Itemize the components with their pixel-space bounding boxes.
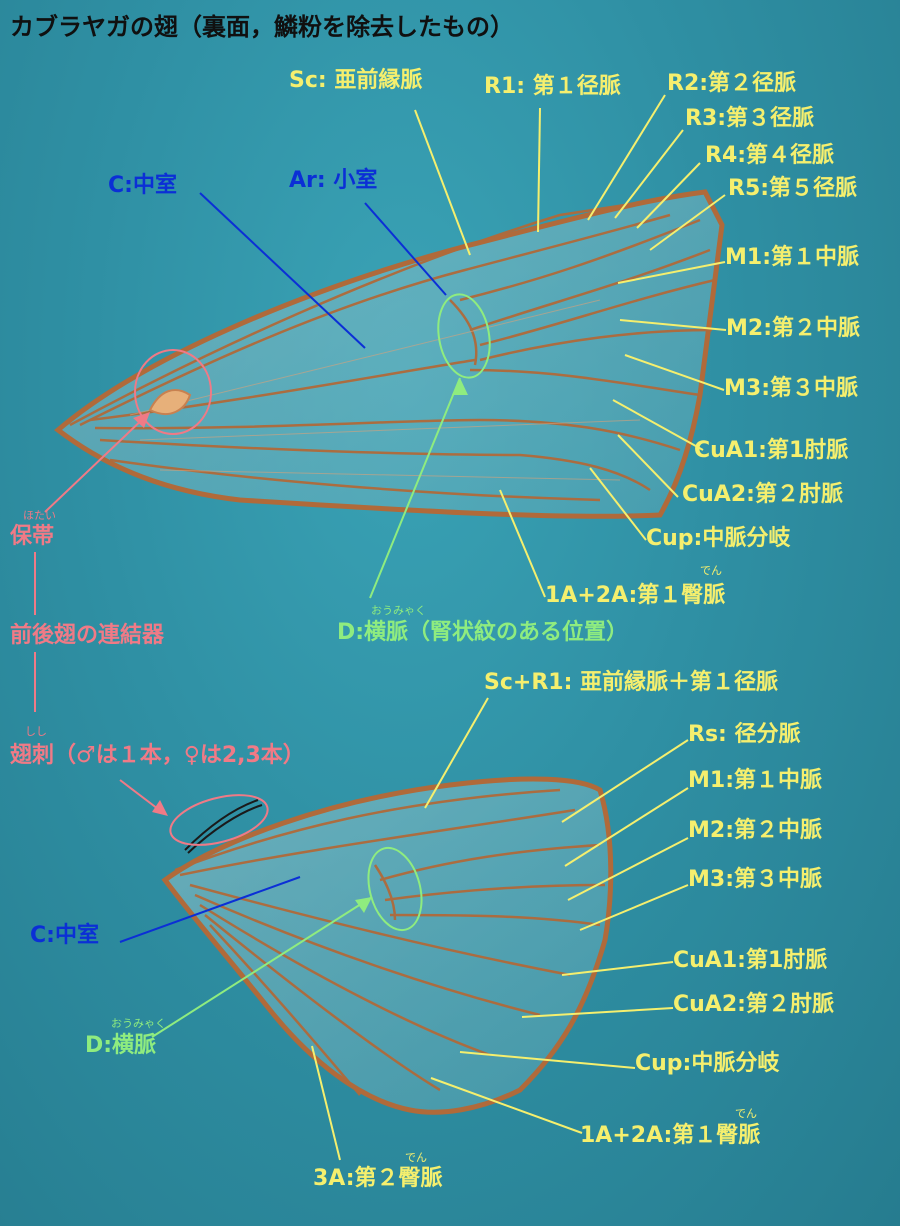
forewing-label-m3: M3:第３中脈 bbox=[724, 376, 858, 401]
retinaculum-ruby: ほたい bbox=[23, 509, 56, 522]
hindwing-label-rs: Rs: 径分脈 bbox=[688, 722, 801, 747]
hindwing-a3-ruby: でん bbox=[405, 1151, 427, 1164]
forewing-label-sc: Sc: 亜前縁脈 bbox=[289, 68, 423, 93]
hindwing-label-cup: Cup:中脈分岐 bbox=[635, 1051, 780, 1076]
forewing-label-cell: C:中室 bbox=[108, 173, 177, 198]
hindwing-membrane bbox=[161, 776, 614, 1115]
hindwing-a12-ruby: でん bbox=[735, 1107, 757, 1120]
forewing-d-ruby: おうみゃく bbox=[371, 604, 426, 617]
hindwing-label-a3: 3A:第２臀脈 bbox=[313, 1166, 443, 1191]
forewing-label-r3: R3:第３径脈 bbox=[685, 106, 815, 131]
forewing-label-m2: M2:第２中脈 bbox=[726, 316, 860, 341]
forewing-label-d: D:横脈（腎状紋のある位置） bbox=[337, 620, 629, 645]
hindwing-label-cua1: CuA1:第1肘脈 bbox=[673, 948, 828, 973]
hindwing-label-cell: C:中室 bbox=[30, 923, 99, 948]
frenulum-ruby: しし bbox=[25, 725, 47, 738]
forewing-label-r4: R4:第４径脈 bbox=[705, 143, 835, 168]
forewing-label-r5: R5:第５径脈 bbox=[728, 176, 858, 201]
forewing-leaders bbox=[34, 94, 727, 712]
forewing-a12-ruby: でん bbox=[700, 564, 722, 577]
forewing-label-areole: Ar: 小室 bbox=[289, 168, 378, 193]
forewing bbox=[54, 189, 725, 519]
hindwing-label-m1: M1:第１中脈 bbox=[688, 768, 822, 793]
hindwing-label-d: D:横脈 bbox=[85, 1033, 157, 1058]
frenulum-bristles bbox=[184, 799, 259, 851]
hindwing-label-scr1: Sc+R1: 亜前縁脈＋第１径脈 bbox=[484, 670, 779, 695]
figure-title: カブラヤガの翅（裏面，鱗粉を除去したもの） bbox=[10, 13, 514, 41]
hindwing-label-a12: 1A+2A:第１臀脈 bbox=[580, 1123, 761, 1148]
forewing-label-cua1: CuA1:第1肘脈 bbox=[694, 438, 849, 463]
forewing-label-m1: M1:第１中脈 bbox=[725, 245, 859, 270]
forewing-label-cua2: CuA2:第２肘脈 bbox=[682, 482, 843, 507]
hindwing bbox=[161, 776, 614, 1115]
hindwing-leaders bbox=[119, 697, 689, 1161]
hindwing-d-ruby: おうみゃく bbox=[111, 1017, 166, 1030]
hindwing-label-m3: M3:第３中脈 bbox=[688, 867, 822, 892]
hindwing-label-m2: M2:第２中脈 bbox=[688, 818, 822, 843]
forewing-label-cup: Cup:中脈分岐 bbox=[646, 526, 791, 551]
forewing-retinaculum-tuft bbox=[148, 389, 192, 415]
forewing-label-r2: R2:第２径脈 bbox=[667, 71, 797, 96]
retinaculum-label: 保帯 bbox=[10, 524, 55, 549]
frenulum-label: 翅刺（♂は１本，♀は2,3本） bbox=[10, 743, 305, 768]
hindwing-label-cua2: CuA2:第２肘脈 bbox=[673, 992, 834, 1017]
forewing-label-a12: 1A+2A:第１臀脈 bbox=[545, 583, 726, 608]
forewing-label-r1: R1: 第１径脈 bbox=[484, 74, 621, 99]
coupler-label: 前後翅の連結器 bbox=[10, 623, 165, 648]
